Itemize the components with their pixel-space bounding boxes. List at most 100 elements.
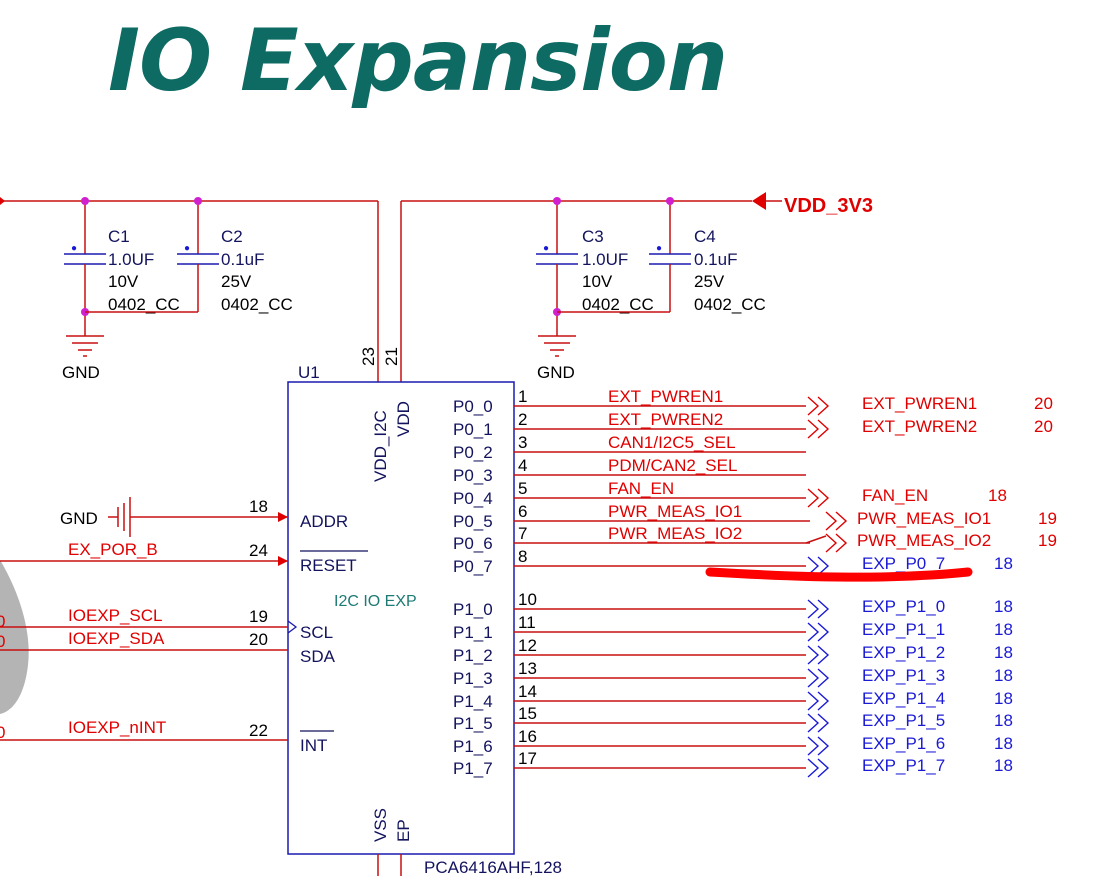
pin-num-5: 5 bbox=[518, 479, 527, 498]
c1-value: 1.0UF bbox=[108, 250, 154, 269]
c1-ref: C1 bbox=[108, 227, 130, 246]
pin-num-3: 3 bbox=[518, 433, 527, 452]
offpage-label: EXP_P1_0 bbox=[862, 597, 945, 616]
c3-package: 0402_CC bbox=[582, 295, 654, 314]
chevron-right-icon bbox=[807, 556, 820, 576]
pin-name-vdd-i2c: VDD_I2C bbox=[371, 410, 390, 482]
c1-package: 0402_CC bbox=[108, 295, 180, 314]
pin-name-p0-3: P0_3 bbox=[453, 466, 493, 485]
ioexp-nint-net: IOEXP_nINT bbox=[68, 718, 166, 737]
offpage-sheet-number: 18 bbox=[994, 620, 1013, 639]
pin-name-p1-3: P1_3 bbox=[453, 669, 493, 688]
offpage-connector-fan-en[interactable]: FAN_EN 18 bbox=[807, 486, 1007, 508]
chevron-right-icon bbox=[817, 736, 830, 756]
left-pin-addr: GND 18 ADDR bbox=[60, 497, 348, 537]
left-pin-scl: 0 IOEXP_SCL 19 SCL bbox=[0, 606, 333, 642]
offpage-sheet-number: 18 bbox=[988, 486, 1007, 505]
vdd-3v3-label: VDD_3V3 bbox=[784, 195, 873, 217]
net-label-p0-0: EXT_PWREN1 bbox=[608, 387, 723, 406]
chevron-right-icon bbox=[807, 488, 820, 508]
chevron-right-icon bbox=[817, 556, 830, 576]
offpage-sheet-number: 18 bbox=[994, 711, 1013, 730]
left-pin-reset: EX_POR_B 24 RESET bbox=[0, 540, 368, 575]
gnd-symbol-left: GND bbox=[62, 335, 104, 382]
capacitor-c2: ● C2 0.1uF 25V 0402_CC bbox=[85, 197, 293, 314]
offpage-label: EXP_P1_7 bbox=[862, 756, 945, 775]
right-power-rail bbox=[400, 200, 752, 382]
c3-value: 1.0UF bbox=[582, 250, 628, 269]
svg-text:●: ● bbox=[184, 243, 190, 254]
c4-voltage: 25V bbox=[694, 272, 725, 291]
pin-name-p0-4: P0_4 bbox=[453, 489, 493, 508]
chevron-right-icon bbox=[835, 511, 848, 531]
c4-package: 0402_CC bbox=[694, 295, 766, 314]
chevron-right-icon bbox=[807, 758, 820, 778]
offpage-connector-exp-p1-0[interactable]: EXP_P1_0 18 bbox=[807, 597, 1013, 619]
c4-value: 0.1uF bbox=[694, 250, 737, 269]
svg-text:●: ● bbox=[71, 243, 77, 254]
offpage-label: EXP_P1_3 bbox=[862, 666, 945, 685]
pin-num-13: 13 bbox=[518, 659, 537, 678]
offpage-sheet-number: 20 bbox=[1034, 417, 1053, 436]
offpage-label: FAN_EN bbox=[862, 486, 928, 505]
pin-num-19: 19 bbox=[249, 607, 268, 626]
ex-por-b-net: EX_POR_B bbox=[68, 540, 158, 559]
pin-name-addr: ADDR bbox=[300, 512, 348, 531]
offpage-connector-exp-p1-3[interactable]: EXP_P1_3 18 bbox=[807, 666, 1013, 688]
c2-ref: C2 bbox=[221, 227, 243, 246]
capacitor-c1: ● C1 1.0UF 10V 0402_CC bbox=[64, 197, 180, 336]
pin-num-23: 23 bbox=[359, 347, 378, 366]
pin-num-11: 11 bbox=[518, 613, 536, 632]
page-title: IO Expansion bbox=[108, 11, 728, 111]
chip-u1: U1 I2C IO EXP PCA6416AHF,128 23 21 VDD_I… bbox=[287, 347, 562, 876]
offpage-label: EXP_P1_2 bbox=[862, 643, 945, 662]
pin-num-12: 12 bbox=[518, 636, 537, 655]
chevron-right-icon bbox=[817, 599, 830, 619]
offpage-connector-exp-p1-1[interactable]: EXP_P1_1 18 bbox=[807, 620, 1013, 642]
offpage-sheet-number: 18 bbox=[994, 597, 1013, 616]
ioexp-sda-net: IOEXP_SDA bbox=[68, 629, 165, 648]
chevron-right-icon bbox=[807, 599, 820, 619]
offpage-label: EXP_P1_4 bbox=[862, 689, 945, 708]
net-label-p0-6: PWR_MEAS_IO2 bbox=[608, 524, 742, 543]
chevron-right-icon bbox=[807, 736, 820, 756]
capacitor-c4: ● C4 0.1uF 25V 0402_CC bbox=[557, 197, 766, 314]
offpage-sheet-number: 19 bbox=[1038, 509, 1057, 528]
left-power-rail bbox=[0, 197, 379, 382]
net-label-p0-2: CAN1/I2C5_SEL bbox=[608, 433, 736, 452]
offpage-label: EXP_P1_1 bbox=[862, 620, 945, 639]
left-pin-int: 0 IOEXP_nINT 22 INT bbox=[0, 718, 334, 755]
svg-text:●: ● bbox=[543, 243, 549, 254]
pin-name-vdd: VDD bbox=[394, 401, 413, 437]
pin-num-2: 2 bbox=[518, 410, 527, 429]
chevron-right-icon bbox=[817, 488, 830, 508]
pin-num-6: 6 bbox=[518, 502, 527, 521]
capacitor-c3: ● C3 1.0UF 10V 0402_CC bbox=[536, 197, 654, 336]
pin-name-p0-6: P0_6 bbox=[453, 534, 493, 553]
pin-num-1: 1 bbox=[518, 387, 527, 406]
offpage-sheet-number: 18 bbox=[994, 734, 1013, 753]
offpage-label: EXT_PWREN2 bbox=[862, 417, 977, 436]
edge-fragment-2: 0 bbox=[0, 632, 5, 651]
red-underline-annotation bbox=[705, 567, 973, 582]
offpage-sheet-number: 18 bbox=[994, 666, 1013, 685]
pin-name-p1-0: P1_0 bbox=[453, 600, 493, 619]
pin-name-sda: SDA bbox=[300, 647, 336, 666]
pin-name-p0-1: P0_1 bbox=[453, 420, 493, 439]
chevron-right-icon bbox=[807, 668, 820, 688]
pin-num-21: 21 bbox=[382, 347, 401, 366]
pin-name-p1-4: P1_4 bbox=[453, 692, 493, 711]
net-label-p0-3: PDM/CAN2_SEL bbox=[608, 456, 737, 475]
offpage-label: PWR_MEAS_IO2 bbox=[857, 531, 991, 550]
offpage-connector-ext-pwren2[interactable]: EXT_PWREN2 20 bbox=[807, 417, 1053, 439]
